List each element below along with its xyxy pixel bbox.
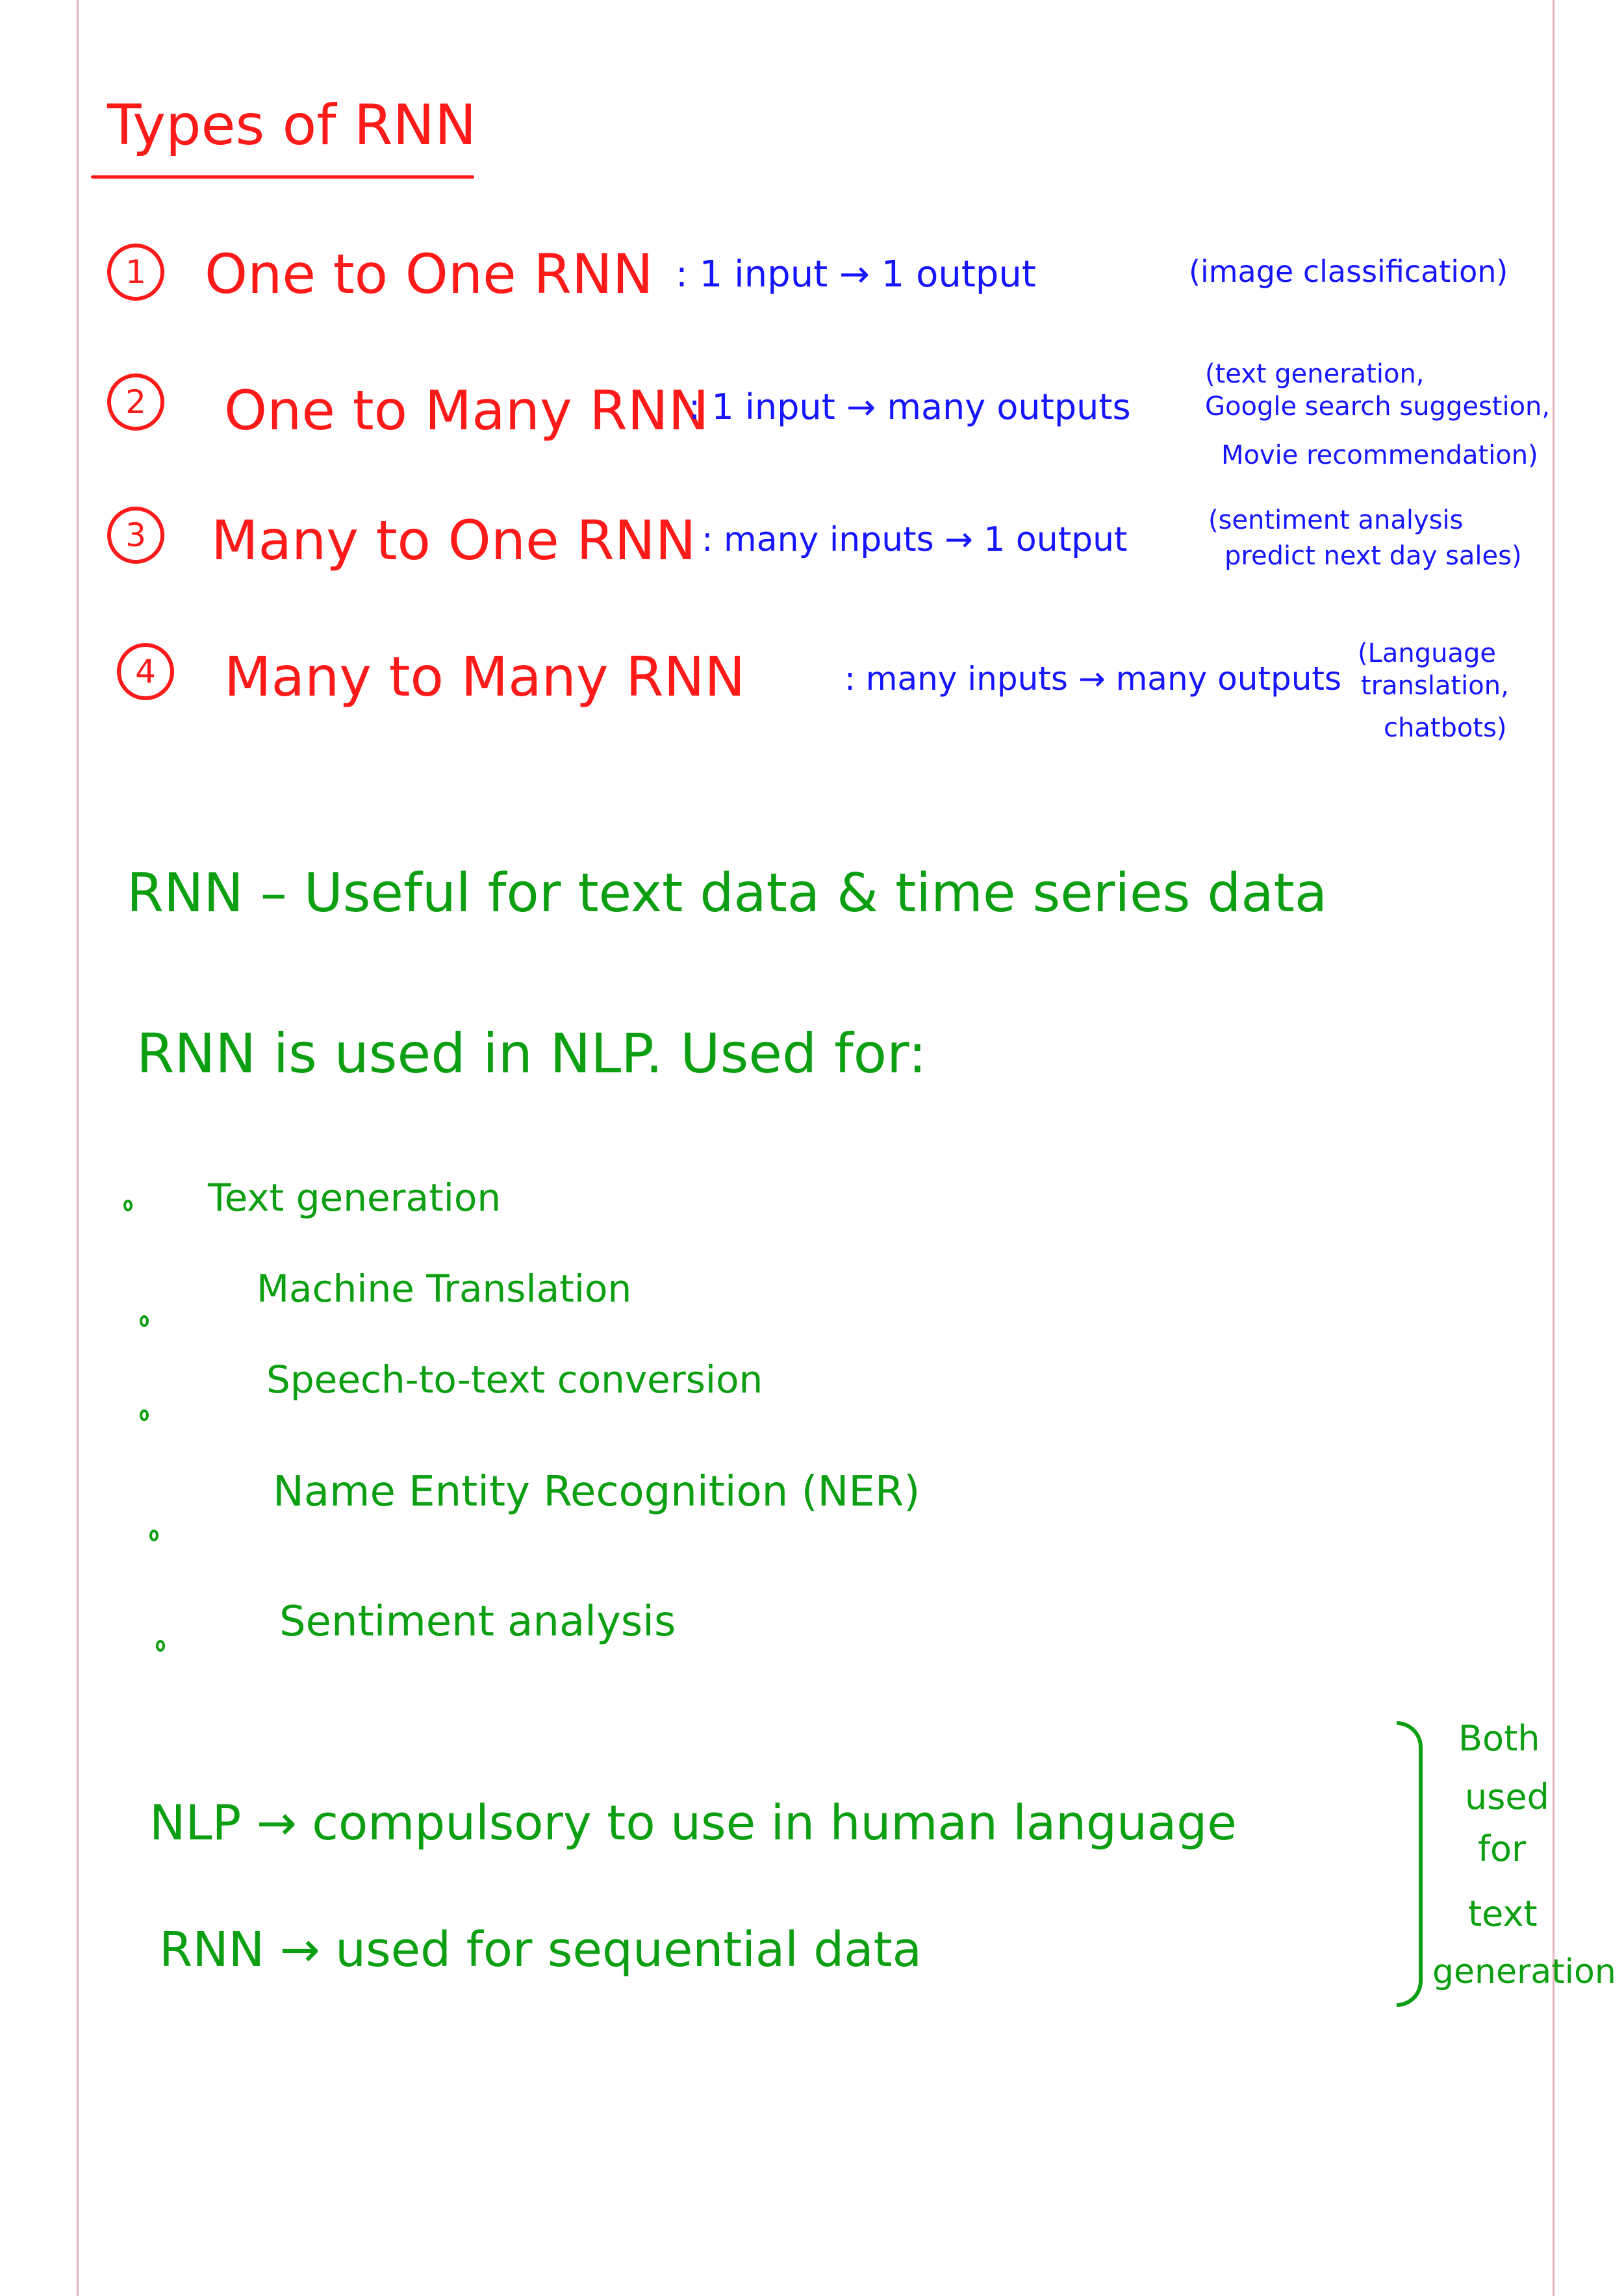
bullet bbox=[140, 1409, 149, 1421]
both-note-5: generation bbox=[1432, 1952, 1616, 1991]
page-title: Types of RNN bbox=[107, 93, 477, 158]
type-example-3a: (sentiment analysis bbox=[1208, 505, 1464, 535]
type-example-4c: chatbots) bbox=[1384, 713, 1507, 743]
both-note-2: used bbox=[1465, 1776, 1549, 1817]
notebook-margin-left bbox=[77, 0, 79, 2296]
type-name-2: One to Many RNN bbox=[224, 379, 709, 442]
type-desc-3: : many inputs → 1 output bbox=[702, 520, 1128, 559]
type-name-4: Many to Many RNN bbox=[224, 645, 746, 709]
bullet bbox=[123, 1200, 133, 1211]
type-example-4b: translation, bbox=[1361, 671, 1509, 701]
use-item-5: Sentiment analysis bbox=[279, 1598, 676, 1646]
both-note-3: for bbox=[1478, 1828, 1527, 1869]
notebook-margin-right bbox=[1553, 0, 1554, 2296]
number-circle-1: 1 bbox=[107, 244, 164, 301]
type-name-1: One to One RNN bbox=[205, 242, 653, 306]
use-item-4: Name Entity Recognition (NER) bbox=[273, 1468, 920, 1516]
type-name-3: Many to One RNN bbox=[211, 509, 696, 572]
type-desc-2: : 1 input → many outputs bbox=[689, 386, 1131, 427]
bullet bbox=[140, 1315, 149, 1327]
type-example-2b: Google search suggestion, bbox=[1205, 392, 1551, 422]
use-item-3: Speech-to-text conversion bbox=[266, 1357, 763, 1402]
type-example-4a: (Language bbox=[1358, 638, 1497, 668]
rnn-line: RNN → used for sequential data bbox=[159, 1922, 922, 1978]
use-item-2: Machine Translation bbox=[257, 1267, 632, 1311]
type-desc-1: : 1 input → 1 output bbox=[676, 253, 1036, 296]
type-example-3b: predict next day sales) bbox=[1224, 541, 1522, 571]
title-underline bbox=[91, 175, 474, 179]
use-item-1: Text generation bbox=[208, 1176, 501, 1220]
curly-brace bbox=[1397, 1721, 1423, 2007]
number-circle-4: 4 bbox=[117, 643, 174, 700]
both-note-4: text bbox=[1468, 1893, 1538, 1934]
type-desc-4: : many inputs → many outputs bbox=[844, 660, 1342, 698]
number-circle-3: 3 bbox=[107, 507, 164, 564]
rnn-nlp-note: RNN is used in NLP. Used for: bbox=[136, 1022, 927, 1085]
number-circle-2: 2 bbox=[107, 373, 164, 431]
type-example-2c: Movie recommendation) bbox=[1221, 440, 1538, 470]
rnn-useful-note: RNN – Useful for text data & time series… bbox=[127, 863, 1328, 924]
type-example-2a: (text generation, bbox=[1205, 359, 1425, 389]
type-example-1: (image classification) bbox=[1189, 254, 1508, 289]
bullet bbox=[149, 1530, 159, 1541]
nlp-line: NLP → compulsory to use in human languag… bbox=[149, 1795, 1237, 1851]
bullet bbox=[156, 1640, 165, 1652]
both-note-1: Both bbox=[1458, 1718, 1540, 1759]
